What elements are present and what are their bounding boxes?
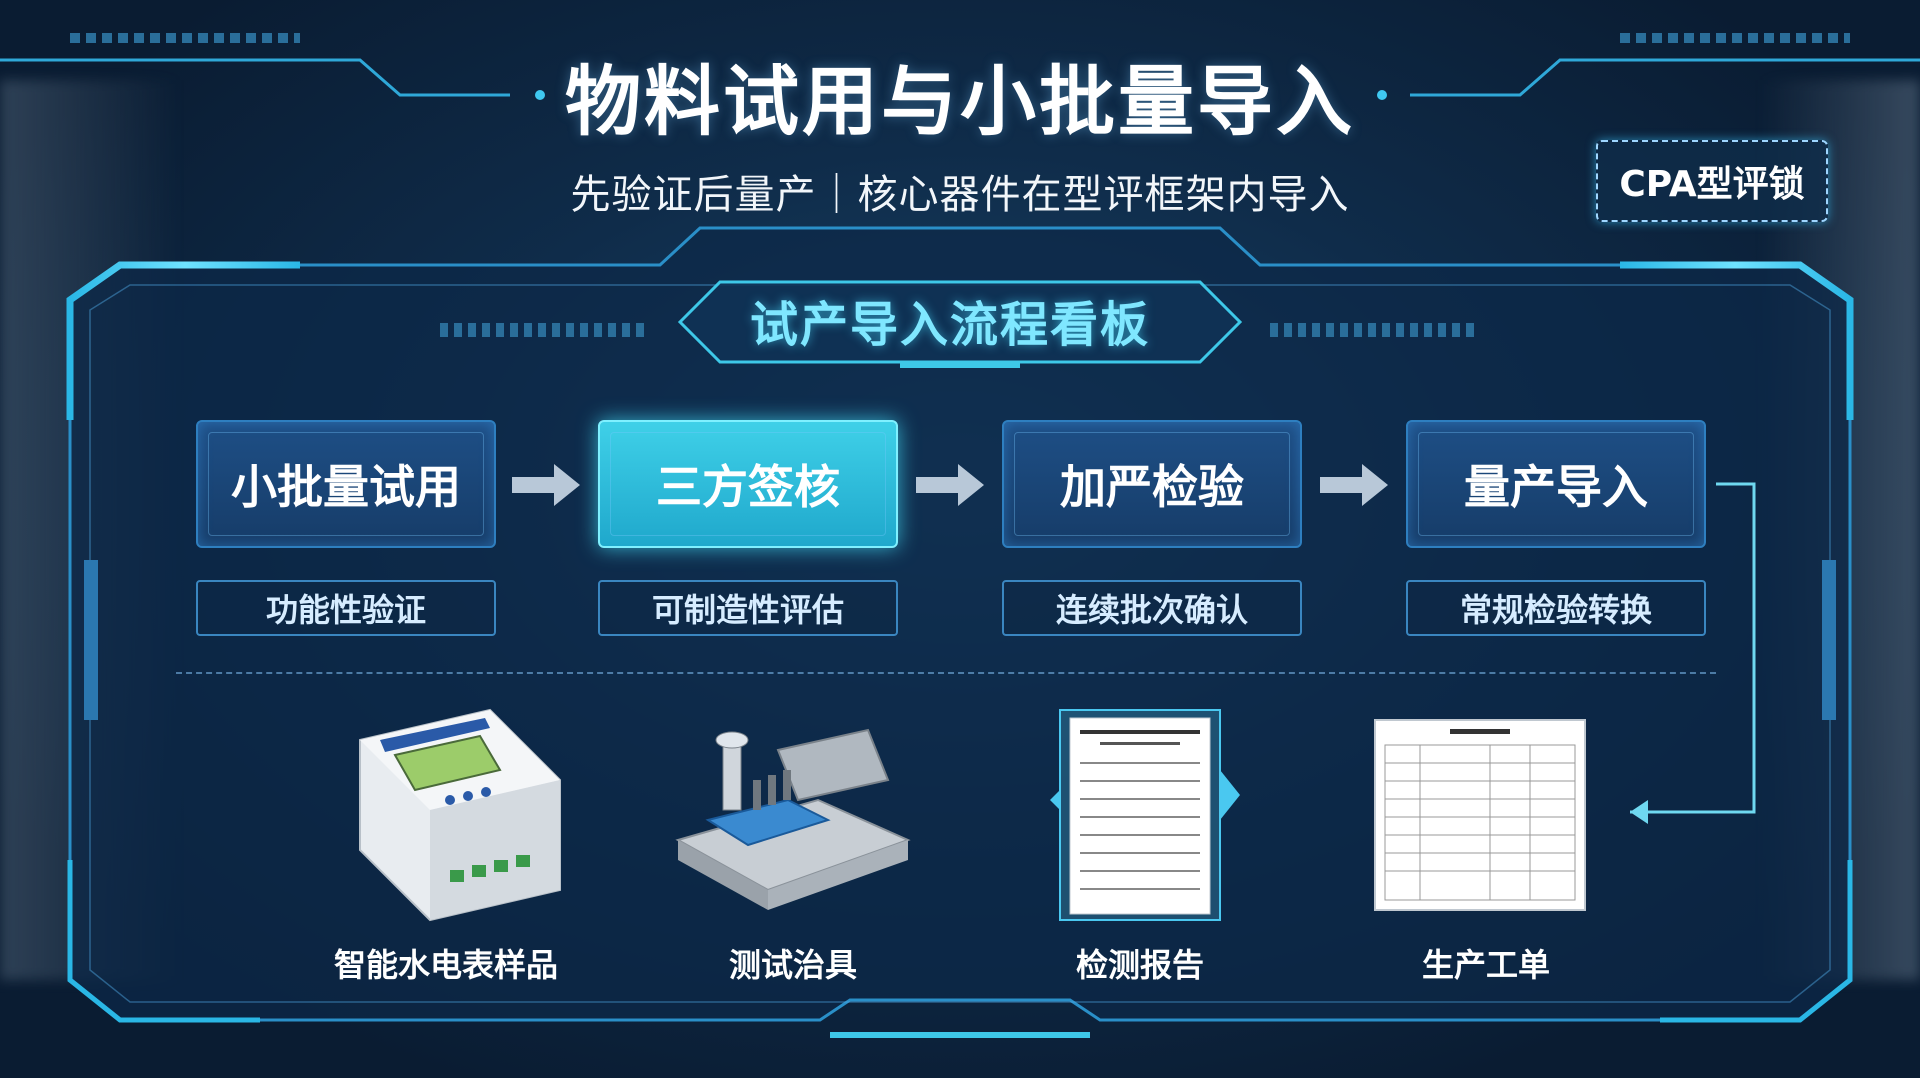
step-three-party-signoff: 三方签核	[598, 420, 898, 548]
section-divider	[176, 672, 1716, 674]
item-label-inspection-report: 检测报告	[1075, 946, 1204, 984]
arrow-right-icon	[512, 464, 580, 506]
step-mass-production: 量产导入	[1406, 420, 1706, 548]
page-subtitle: 先验证后量产｜核心器件在型评框架内导入	[570, 172, 1350, 218]
work-order-icon	[1374, 719, 1586, 911]
page-title: 物料试用与小批量导入	[565, 57, 1355, 146]
step-sub-label: 可制造性评估	[598, 580, 898, 636]
item-label-test-fixture: 测试治具	[728, 946, 857, 984]
step-label: 量产导入	[1464, 460, 1648, 514]
title-decoration-left	[0, 33, 545, 100]
step-label: 三方签核	[656, 460, 840, 514]
inspection-report-icon	[1050, 709, 1240, 921]
header: 物料试用与小批量导入 先验证后量产｜核心器件在型评框架内导入	[0, 40, 1920, 220]
step-label: 加严检验	[1060, 460, 1244, 514]
step-sub-label: 连续批次确认	[1002, 580, 1302, 636]
item-label-work-order: 生产工单	[1421, 946, 1550, 984]
arrow-right-icon	[1320, 464, 1388, 506]
board-title: 试产导入流程看板	[749, 297, 1150, 353]
cpa-badge: CPA型评锁	[1596, 140, 1828, 222]
step-tightened-inspection: 加严检验	[1002, 420, 1302, 548]
item-label-smart-meter: 智能水电表样品	[333, 946, 558, 984]
step-sub-label: 常规检验转换	[1406, 580, 1706, 636]
title-decoration-right	[1377, 33, 1920, 100]
smart-meter-icon	[359, 708, 561, 922]
arrow-right-icon	[916, 464, 984, 506]
step-sub-label: 功能性验证	[196, 580, 496, 636]
step-label: 小批量试用	[231, 460, 461, 514]
test-fixture-icon	[675, 728, 911, 910]
